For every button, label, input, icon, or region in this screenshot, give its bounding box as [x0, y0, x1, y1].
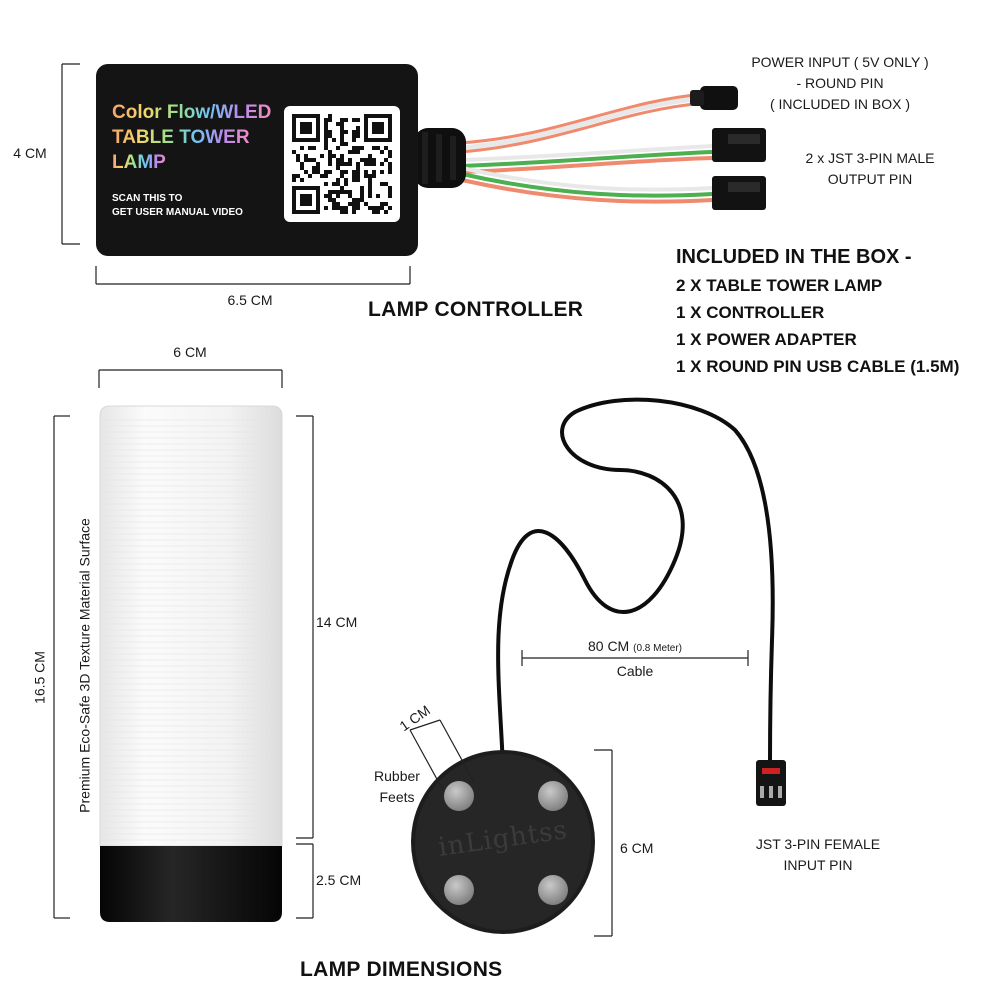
lamp-base-height-bracket [296, 843, 314, 919]
output-pin-label: 2 x JST 3-PIN MALE OUTPUT PIN [770, 148, 970, 190]
rubber-foot-icon [538, 781, 568, 811]
lamp-shade-height-bracket [296, 415, 314, 839]
lamp-base-height-label: 2.5 CM [316, 872, 362, 888]
power-round-pin-connector [690, 86, 738, 110]
power-input-label: POWER INPUT ( 5V ONLY ) - ROUND PIN ( IN… [730, 52, 950, 115]
qr-code-icon [284, 106, 400, 222]
lamp-shade-height-label: 14 CM [316, 614, 358, 630]
cable-length-bracket [521, 650, 749, 666]
foot-size-bracket [409, 719, 475, 793]
lamp-diameter-bracket [98, 369, 283, 388]
rubber-feet [444, 781, 568, 905]
output-pin-line1: 2 x JST 3-PIN MALE [805, 150, 935, 166]
rubber-foot-icon [538, 875, 568, 905]
jst-male-connector-bottom [712, 176, 766, 210]
rubber-foot-icon [444, 875, 474, 905]
lamp-total-height-label: 16.5 CM [31, 651, 48, 704]
base-diameter-bracket [594, 749, 613, 937]
controller-section-title: LAMP CONTROLLER [368, 298, 584, 321]
input-pin-line2: INPUT PIN [783, 857, 853, 873]
cable-length-note: (0.8 Meter) [633, 643, 683, 654]
box-contents: INCLUDED IN THE BOX - 2 X TABLE TOWER LA… [676, 242, 959, 380]
input-pin-line1: JST 3-PIN FEMALE [755, 836, 881, 852]
power-input-line2: - ROUND PIN [796, 75, 884, 91]
cable-length-value: 80 CM [587, 638, 630, 654]
lamp-surface-note: Premium Eco-Safe 3D Texture Material Sur… [76, 518, 93, 813]
rubber-feet-line1: Rubber [374, 768, 420, 784]
box-item: 1 X CONTROLLER [676, 303, 825, 322]
controller-brand-line3: LAMP [112, 152, 166, 173]
output-pin-line2: OUTPUT PIN [827, 171, 913, 187]
controller-width-label: 6.5 CM [227, 292, 273, 308]
box-item: 2 X TABLE TOWER LAMP [676, 276, 883, 295]
lamp-section-title: LAMP DIMENSIONS [300, 958, 503, 981]
controller-scan-line2: GET USER MANUAL VIDEO [112, 207, 243, 218]
input-pin-label: JST 3-PIN FEMALE INPUT PIN [720, 834, 916, 876]
lamp-base [100, 846, 282, 922]
rubber-feet-line2: Feets [379, 789, 415, 805]
lamp-diameter-label: 6 CM [173, 344, 207, 360]
box-contents-heading: INCLUDED IN THE BOX - [676, 246, 912, 268]
rubber-foot-icon [444, 781, 474, 811]
rubber-feet-label: Rubber Feets [360, 766, 434, 808]
controller-brand-line1: Color Flow/WLED [112, 102, 272, 123]
controller-width-bracket [95, 266, 411, 285]
jst-male-connector-top [712, 128, 766, 162]
power-input-line3: ( INCLUDED IN BOX ) [769, 96, 910, 112]
controller-wires [457, 92, 714, 204]
jst-female-connector [756, 760, 786, 806]
lamp-total-height-bracket [53, 415, 70, 919]
controller-height-label: 4 CM [13, 145, 47, 161]
box-item: 1 X ROUND PIN USB CABLE (1.5M) [676, 357, 960, 376]
controller-scan-line1: SCAN THIS TO [112, 193, 183, 204]
lamp-shade-texture [101, 419, 281, 841]
controller-strain-relief [414, 128, 466, 188]
controller-height-bracket [61, 63, 80, 245]
power-input-line1: POWER INPUT ( 5V ONLY ) [751, 54, 929, 70]
cable-length-label: 80 CM (0.8 Meter) [540, 636, 730, 659]
controller-brand-line2: TABLE TOWER [112, 127, 250, 148]
cable [496, 397, 775, 770]
cable-name-label: Cable [616, 663, 654, 679]
box-item: 1 X POWER ADAPTER [676, 330, 857, 349]
base-diameter-label: 6 CM [620, 840, 654, 856]
